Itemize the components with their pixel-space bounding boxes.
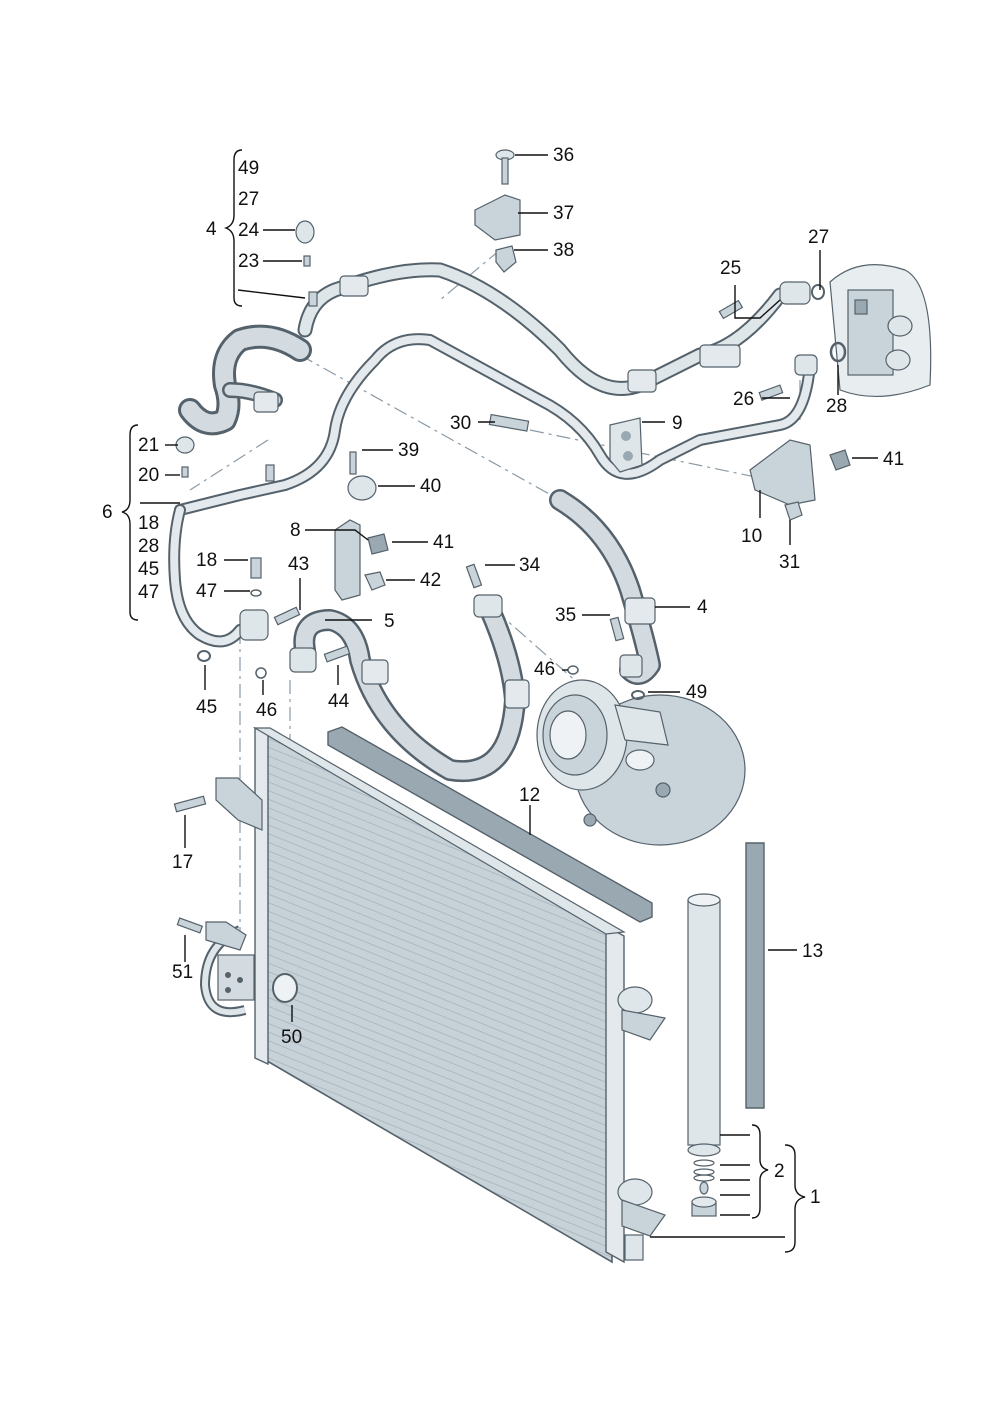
condenser-bracket-lower: [205, 921, 247, 951]
callout-44: 44: [328, 691, 350, 712]
callout-25: 25: [720, 258, 741, 279]
callout-18-mid: 18: [196, 550, 217, 571]
expansion-valve-block: [829, 264, 932, 397]
callout-51: 51: [172, 962, 193, 983]
callout-2: 2: [774, 1161, 785, 1182]
callout-37: 37: [553, 203, 574, 224]
seal-strip-13: [745, 842, 765, 1109]
callout-36: 36: [553, 145, 574, 166]
callout-18: 18: [138, 513, 159, 534]
callout-42: 42: [420, 570, 441, 591]
callout-35: 35: [555, 605, 576, 626]
callout-labels: 36 37 38 49 27 24 23 4 25 27 26 28 30 9 …: [102, 145, 904, 1208]
callout-23: 23: [238, 251, 259, 272]
condenser-right-tank: [605, 924, 625, 1264]
callout-50: 50: [281, 1027, 302, 1048]
callout-49-lower: 49: [686, 682, 707, 703]
condenser-left-tank: [254, 726, 269, 1066]
callout-27-right: 27: [808, 227, 829, 248]
callout-47-mid: 47: [196, 581, 217, 602]
callout-43: 43: [288, 554, 309, 575]
group-braces: [121, 149, 806, 1253]
callout-9: 9: [672, 413, 683, 434]
seal-strip-12: [327, 726, 653, 923]
callout-30: 30: [450, 413, 471, 434]
hardware: [173, 149, 851, 1003]
callout-26: 26: [733, 389, 754, 410]
callout-5: 5: [384, 611, 395, 632]
callout-31: 31: [779, 552, 800, 573]
callout-20: 20: [138, 465, 159, 486]
callout-28-left: 28: [138, 536, 159, 557]
callout-28: 28: [826, 396, 847, 417]
callout-41-mid: 41: [433, 532, 454, 553]
dryer-cartridge: [687, 893, 721, 1217]
callout-45-lower: 45: [196, 697, 217, 718]
callout-12: 12: [519, 785, 540, 806]
condenser-bracket-upper: [215, 777, 263, 831]
callout-46-left: 46: [256, 700, 277, 721]
callout-41: 41: [883, 449, 904, 470]
callout-46-right: 46: [534, 659, 555, 680]
ac-compressor: [536, 679, 746, 846]
condenser-assembly: [199, 726, 667, 1264]
callout-47: 47: [138, 582, 159, 603]
callout-17: 17: [172, 852, 193, 873]
callout-27: 27: [238, 189, 259, 210]
callout-8: 8: [290, 520, 301, 541]
callout-6: 6: [102, 502, 113, 523]
callout-40: 40: [420, 476, 441, 497]
condenser-connector-block: [217, 954, 255, 1001]
callout-1: 1: [810, 1187, 821, 1208]
callout-49: 49: [238, 158, 259, 179]
callout-21: 21: [138, 435, 159, 456]
condenser-core: [261, 730, 613, 1264]
callout-10: 10: [741, 526, 762, 547]
callout-4: 4: [206, 219, 217, 240]
refrigerant-lines: [168, 262, 818, 783]
callout-34: 34: [519, 555, 541, 576]
callout-45: 45: [138, 559, 159, 580]
callout-24: 24: [238, 220, 260, 241]
condenser-right-mount-upper: [617, 986, 653, 1014]
callout-4-lower: 4: [697, 597, 708, 618]
callout-39: 39: [398, 440, 419, 461]
callout-13: 13: [802, 941, 823, 962]
leader-lines: [140, 154, 878, 1238]
callout-38: 38: [553, 240, 574, 261]
condenser-top-rail: [252, 727, 626, 935]
